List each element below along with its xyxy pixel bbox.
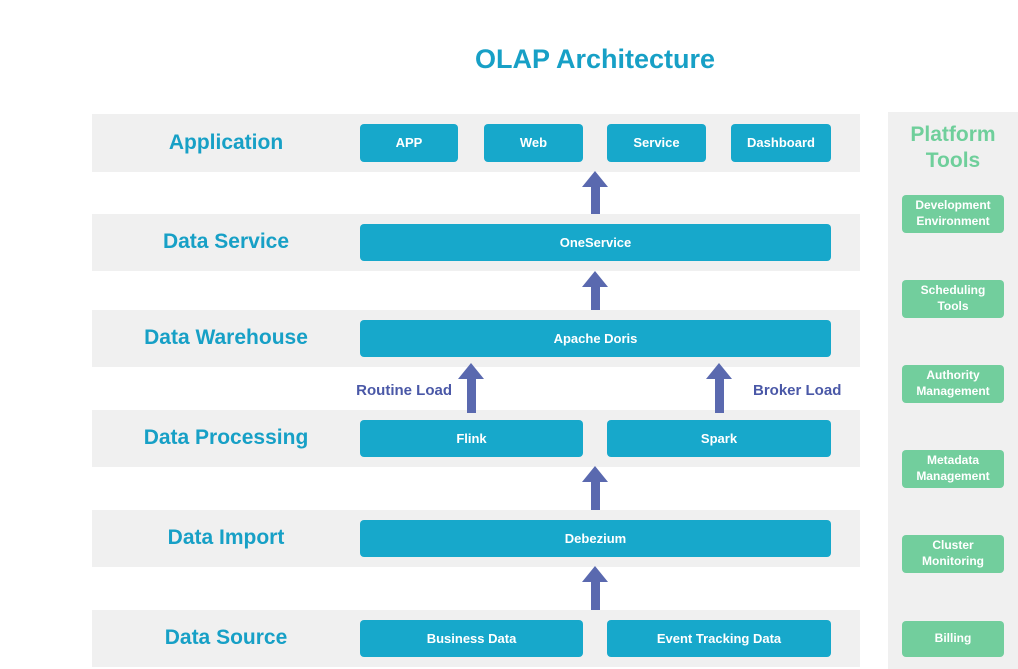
tool-metadata-management: Metadata Management (902, 450, 1004, 488)
layer-label-application: Application (168, 131, 284, 154)
layer-label-data-service: Data Service (162, 230, 290, 253)
arrow-up-source-to-import-icon (582, 566, 608, 610)
arrow-up-spark-to-doris-icon (706, 363, 732, 413)
layer-label-data-import: Data Import (167, 526, 285, 549)
node-oneservice: OneService (360, 224, 831, 261)
node-dashboard: Dashboard (731, 124, 831, 162)
node-web: Web (484, 124, 583, 162)
tool-billing: Billing (902, 621, 1004, 657)
node-business-data: Business Data (360, 620, 583, 657)
platform-tools-title: Platform Tools (910, 123, 996, 173)
arrow-up-import-to-processing-icon (582, 466, 608, 510)
layer-label-data-processing: Data Processing (143, 426, 309, 449)
layer-label-data-source: Data Source (164, 626, 288, 649)
node-debezium: Debezium (360, 520, 831, 557)
node-app: APP (360, 124, 458, 162)
tool-cluster-monitoring: Cluster Monitoring (902, 535, 1004, 573)
node-apache-doris: Apache Doris (360, 320, 831, 357)
layer-label-data-warehouse: Data Warehouse (144, 326, 308, 349)
node-flink: Flink (360, 420, 583, 457)
arrow-up-flink-to-doris-icon (458, 363, 484, 413)
tool-authority-management: Authority Management (902, 365, 1004, 403)
arrow-up-warehouse-to-service-icon (582, 271, 608, 310)
broker-load-label: Broker Load (753, 382, 842, 399)
node-service: Service (607, 124, 706, 162)
routine-load-label: Routine Load (356, 382, 452, 399)
page-title: OLAP Architecture (474, 44, 716, 74)
arrow-up-service-to-application-icon (582, 171, 608, 214)
tool-development-environment: Development Environment (902, 195, 1004, 233)
node-spark: Spark (607, 420, 831, 457)
tool-scheduling-tools: Scheduling Tools (902, 280, 1004, 318)
node-event-tracking-data: Event Tracking Data (607, 620, 831, 657)
